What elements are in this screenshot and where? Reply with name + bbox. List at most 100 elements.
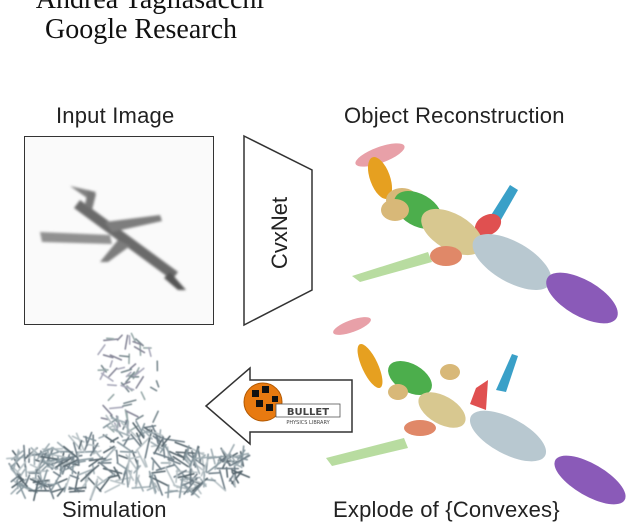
- simulated-plane: [120, 384, 135, 391]
- simulated-plane: [122, 381, 131, 386]
- simulated-plane: [125, 371, 132, 378]
- exploded-airplane: [326, 317, 626, 505]
- simulated-plane: [182, 484, 195, 495]
- simulated-plane: [123, 436, 130, 446]
- simulated-plane: [223, 443, 235, 465]
- simulated-plane: [164, 466, 176, 487]
- cvxnet-label: CvxNet: [267, 197, 292, 269]
- simulated-plane: [15, 461, 27, 475]
- simulated-plane: [125, 410, 139, 418]
- simulated-plane: [150, 457, 163, 471]
- simulated-plane: [229, 454, 251, 467]
- simulated-plane: [50, 446, 63, 454]
- simulated-plane: [152, 410, 159, 423]
- simulated-plane: [17, 475, 28, 488]
- simulated-plane: [63, 464, 77, 471]
- simulated-plane: [116, 334, 123, 341]
- simulated-plane: [120, 368, 133, 374]
- simulated-plane: [164, 489, 179, 494]
- simulated-plane: [143, 430, 155, 435]
- simulated-plane: [47, 483, 55, 500]
- simulated-plane: [105, 424, 115, 433]
- simulated-plane: [129, 363, 137, 370]
- simulated-plane: [207, 455, 225, 460]
- simulated-plane: [130, 332, 136, 342]
- simulated-plane: [121, 469, 127, 484]
- simulated-plane: [190, 480, 205, 496]
- affiliation: Google Research: [44, 14, 238, 45]
- simulated-plane: [126, 420, 130, 437]
- simulated-plane: [240, 445, 245, 467]
- simulated-plane: [106, 384, 118, 387]
- simulated-plane: [135, 375, 145, 389]
- simulated-plane: [76, 456, 80, 466]
- simulated-plane: [102, 354, 114, 359]
- simulated-plane: [133, 367, 145, 377]
- author-name: Andrea Tagliasacchi: [0, 0, 300, 16]
- simulated-plane: [122, 419, 128, 431]
- simulated-plane: [83, 431, 93, 453]
- simulated-plane: [36, 443, 50, 461]
- simulated-plane: [109, 479, 126, 485]
- simulated-plane: [37, 475, 47, 491]
- simulated-plane: [152, 435, 161, 443]
- simulated-plane: [167, 458, 181, 465]
- reconstructed-airplane: [352, 143, 618, 324]
- simulated-plane: [125, 454, 139, 471]
- simulated-plane: [129, 455, 142, 460]
- simulated-plane: [29, 478, 49, 488]
- simulated-plane: [42, 460, 55, 467]
- simulated-plane: [44, 451, 60, 457]
- simulated-plane: [100, 364, 107, 373]
- simulated-plane: [10, 453, 26, 469]
- simulated-plane: [118, 354, 130, 358]
- simulated-plane: [151, 460, 155, 471]
- simulated-plane: [218, 469, 226, 491]
- simulated-plane: [182, 475, 201, 485]
- simulated-plane: [134, 474, 140, 488]
- simulated-plane: [109, 406, 124, 410]
- simulated-plane: [188, 448, 200, 469]
- simulated-plane: [89, 442, 99, 457]
- simulated-plane: [87, 476, 102, 493]
- simulated-plane: [97, 344, 106, 356]
- simulated-plane: [146, 485, 158, 491]
- simulated-plane: [108, 367, 118, 378]
- simulated-plane: [161, 434, 166, 459]
- simulated-plane: [237, 449, 246, 461]
- simulated-plane: [100, 458, 112, 463]
- simulated-plane: [175, 468, 179, 484]
- simulated-plane: [105, 414, 119, 433]
- simulated-plane: [153, 436, 165, 455]
- simulated-plane: [125, 371, 136, 383]
- simulated-plane: [136, 449, 147, 468]
- simulated-plane: [49, 472, 62, 493]
- simulated-plane: [109, 360, 113, 368]
- simulated-plane: [45, 465, 59, 470]
- simulated-plane: [37, 458, 42, 469]
- simulated-plane: [185, 455, 193, 464]
- simulation-caption: Simulation: [62, 497, 167, 522]
- simulated-plane: [206, 461, 222, 474]
- simulated-plane: [132, 422, 145, 439]
- simulated-plane: [77, 477, 90, 494]
- simulated-plane: [132, 340, 143, 346]
- cvxnet-block: CvxNet: [243, 134, 313, 327]
- simulated-plane: [175, 451, 195, 454]
- simulated-plane: [85, 435, 88, 447]
- simulated-plane: [103, 445, 115, 454]
- simulated-plane: [65, 476, 71, 488]
- simulated-plane: [130, 433, 142, 447]
- simulated-plane: [136, 476, 144, 492]
- simulated-plane: [110, 417, 129, 424]
- simulated-plane: [172, 455, 189, 468]
- simulated-plane: [40, 469, 48, 490]
- explode-caption: Explode of {Convexes}: [333, 497, 560, 522]
- simulated-plane: [167, 484, 170, 499]
- simulated-plane: [27, 470, 50, 473]
- bullet-physics-logo: BULLET PHYSICS LIBRARY: [243, 382, 341, 426]
- simulated-plane: [77, 468, 94, 476]
- simulated-plane: [149, 386, 158, 392]
- simulated-plane: [117, 366, 126, 370]
- simulated-plane: [89, 478, 99, 500]
